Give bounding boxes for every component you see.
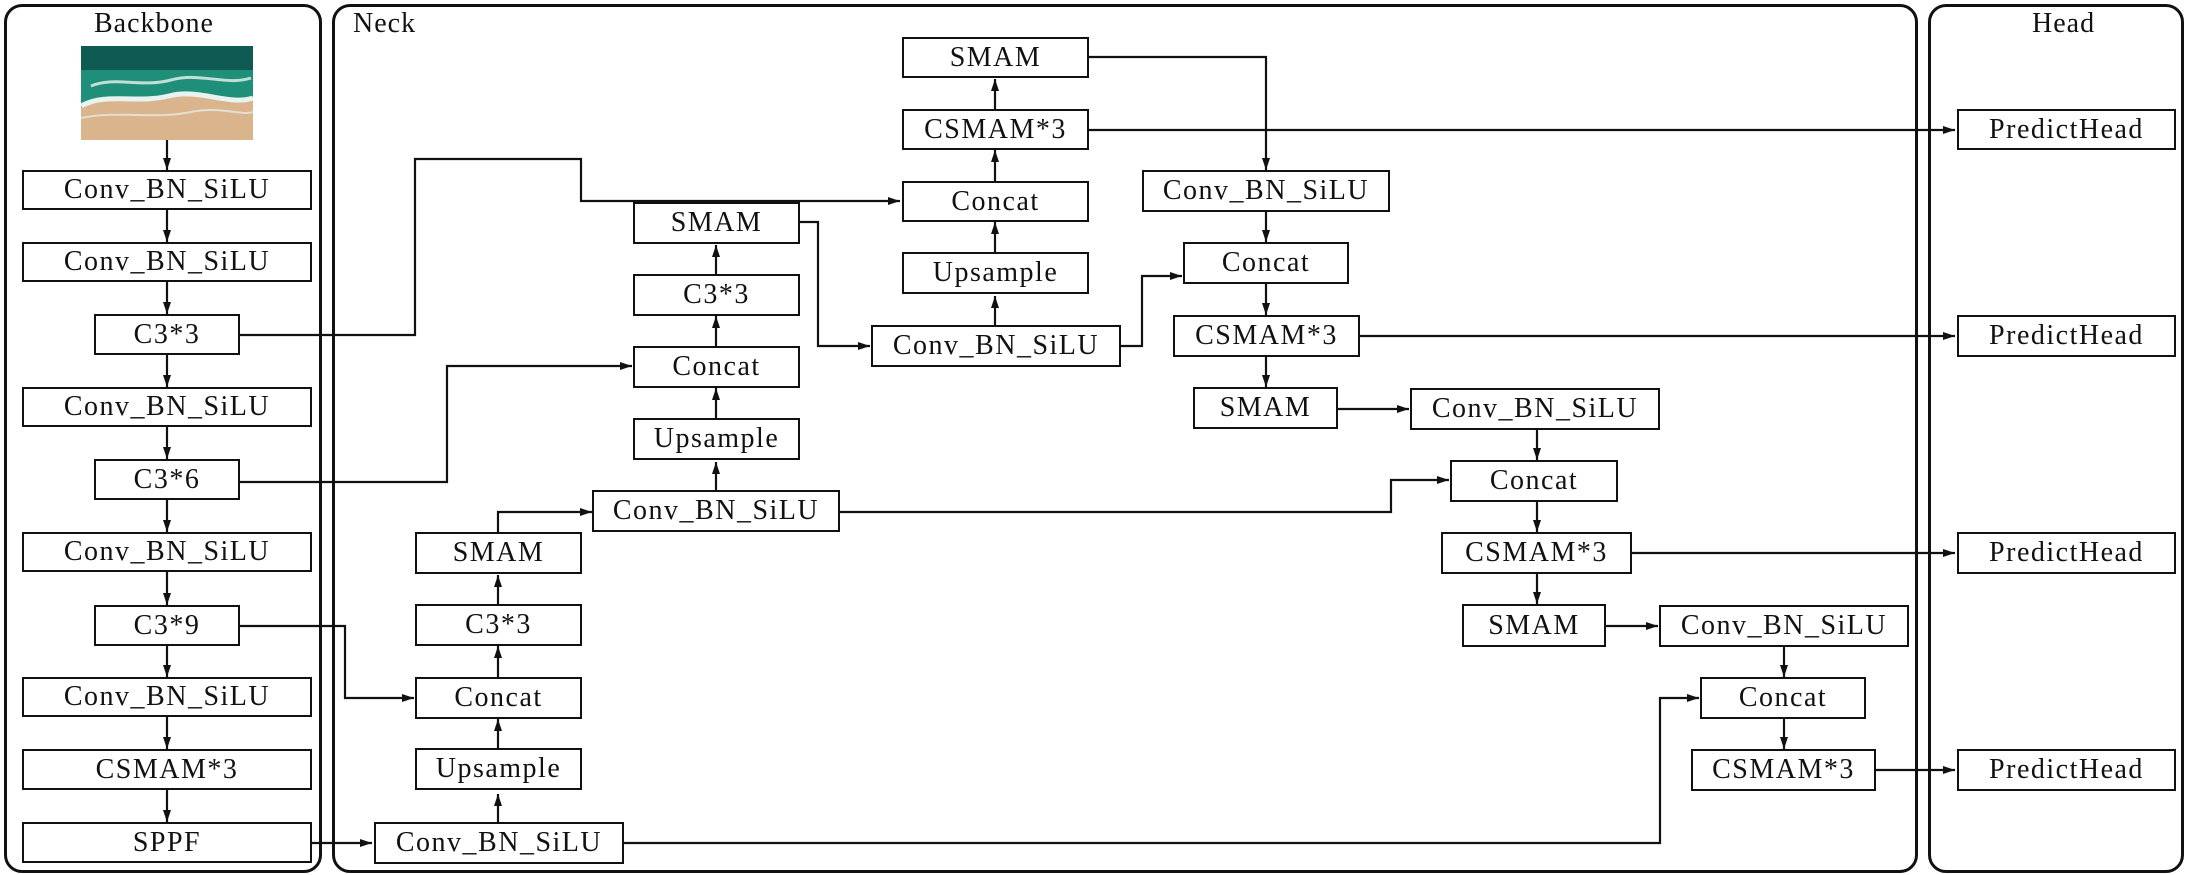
neck-csmam-3-b: CSMAM*3 bbox=[1173, 315, 1360, 357]
wire-c33-concat3 bbox=[240, 157, 900, 337]
wire-conv1-concat6 bbox=[624, 694, 1699, 845]
image-foam-3 bbox=[81, 109, 253, 119]
neck-conv-bn-silu-6: Conv_BN_SiLU bbox=[1659, 605, 1909, 647]
head-title: Head bbox=[2032, 8, 2096, 39]
head-predicthead-4: PredictHead bbox=[1957, 749, 2176, 791]
neck-c3-3-a: C3*3 bbox=[415, 604, 582, 646]
neck-csmam-3-d: CSMAM*3 bbox=[1691, 749, 1876, 791]
backbone-conv-bn-silu-3: Conv_BN_SiLU bbox=[22, 387, 312, 427]
neck-smam-5: SMAM bbox=[1462, 604, 1606, 647]
backbone-conv-bn-silu-4: Conv_BN_SiLU bbox=[22, 532, 312, 572]
neck-conv-bn-silu-3: Conv_BN_SiLU bbox=[871, 325, 1121, 367]
neck-csmam-3-a: CSMAM*3 bbox=[902, 109, 1089, 150]
neck-smam-4: SMAM bbox=[1193, 387, 1338, 429]
head-predicthead-2: PredictHead bbox=[1957, 315, 2176, 357]
head-panel bbox=[1928, 4, 2184, 873]
neck-concat-6: Concat bbox=[1700, 677, 1866, 719]
image-foam-2 bbox=[90, 75, 252, 88]
wire-conv2-concat5 bbox=[840, 476, 1449, 514]
backbone-c3-6: C3*6 bbox=[94, 459, 240, 500]
neck-conv-bn-silu-4: Conv_BN_SiLU bbox=[1142, 170, 1390, 212]
backbone-title: Backbone bbox=[94, 8, 214, 39]
neck-c3-3-b: C3*3 bbox=[633, 274, 800, 316]
wire-smam1-conv2 bbox=[496, 508, 592, 532]
neck-concat-5: Concat bbox=[1450, 460, 1618, 502]
backbone-c3-9: C3*9 bbox=[94, 605, 240, 646]
wire-smam3-conv4 bbox=[1087, 55, 1270, 170]
neck-conv-bn-silu-5: Conv_BN_SiLU bbox=[1410, 388, 1660, 430]
neck-concat-3: Concat bbox=[902, 181, 1089, 222]
wire-conv3-concat4 bbox=[1121, 272, 1182, 348]
backbone-conv-bn-silu-1: Conv_BN_SiLU bbox=[22, 170, 312, 210]
neck-conv-bn-silu-2: Conv_BN_SiLU bbox=[592, 490, 840, 532]
image-sand bbox=[81, 95, 253, 140]
wire-smam2-conv3 bbox=[799, 220, 870, 350]
neck-smam-3: SMAM bbox=[902, 37, 1089, 78]
head-predicthead-3: PredictHead bbox=[1957, 532, 2176, 574]
neck-upsample-2: Upsample bbox=[633, 418, 800, 460]
neck-concat-1: Concat bbox=[415, 677, 582, 719]
wire-c39-concat1 bbox=[240, 624, 414, 702]
neck-concat-4: Concat bbox=[1183, 242, 1349, 284]
neck-conv-bn-silu-1: Conv_BN_SiLU bbox=[374, 822, 624, 864]
neck-smam-1: SMAM bbox=[415, 532, 582, 574]
input-image bbox=[81, 46, 253, 140]
neck-title: Neck bbox=[353, 8, 417, 39]
neck-upsample-3: Upsample bbox=[902, 252, 1089, 294]
image-deep-sea bbox=[81, 46, 253, 70]
neck-concat-2: Concat bbox=[633, 346, 800, 388]
backbone-panel bbox=[4, 4, 322, 873]
neck-panel bbox=[332, 4, 1918, 873]
backbone-csmam-3: CSMAM*3 bbox=[22, 749, 312, 790]
backbone-conv-bn-silu-2: Conv_BN_SiLU bbox=[22, 242, 312, 282]
head-predicthead-1: PredictHead bbox=[1957, 109, 2176, 150]
wire-c36-concat2 bbox=[240, 362, 632, 484]
neck-smam-2: SMAM bbox=[633, 202, 800, 244]
backbone-conv-bn-silu-5: Conv_BN_SiLU bbox=[22, 677, 312, 717]
image-foam bbox=[81, 91, 253, 109]
backbone-c3-3: C3*3 bbox=[94, 314, 240, 355]
backbone-sppf: SPPF bbox=[22, 822, 312, 863]
neck-upsample-1: Upsample bbox=[415, 748, 582, 790]
neck-csmam-3-c: CSMAM*3 bbox=[1441, 532, 1632, 574]
